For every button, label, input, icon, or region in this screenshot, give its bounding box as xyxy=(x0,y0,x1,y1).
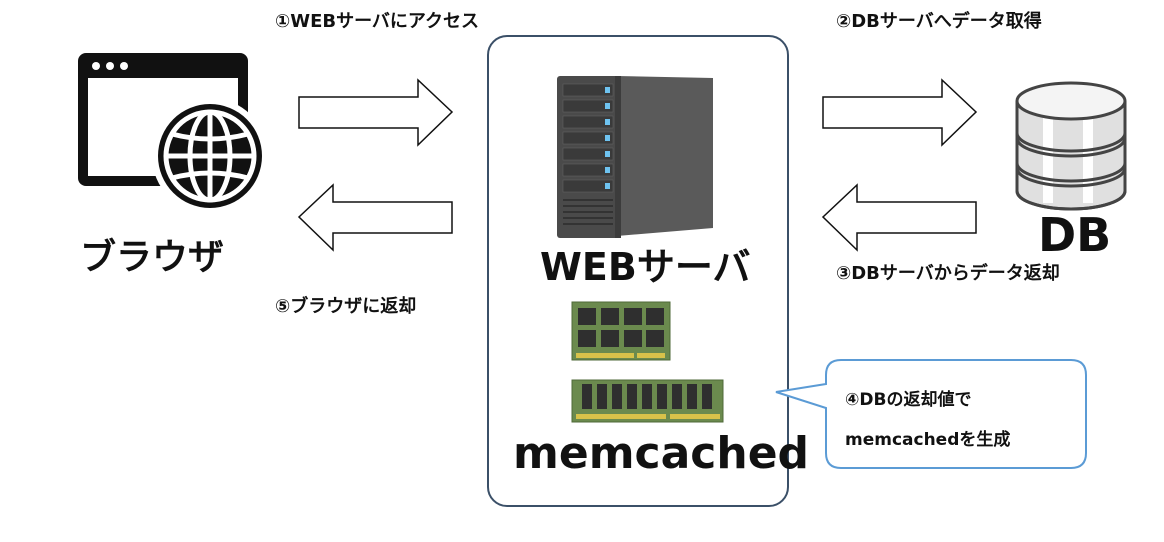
step-1-label: ①WEBサーバにアクセス xyxy=(275,11,480,32)
browser-label: ブラウザ xyxy=(80,237,225,278)
memory-module-icon xyxy=(571,379,724,423)
step-5-label: ⑤ブラウザに返却 xyxy=(275,296,417,317)
web-server-label: WEBサーバ xyxy=(540,245,751,289)
step-2-label: ②DBサーバへデータ取得 xyxy=(836,11,1042,32)
browser-globe-icon xyxy=(78,53,268,214)
step-4-line1: ④DBの返却値で xyxy=(845,390,972,410)
step-3-label: ③DBサーバからデータ返却 xyxy=(836,263,1060,284)
memory-module-icon xyxy=(571,301,671,361)
database-icon xyxy=(1015,81,1127,211)
memcached-label: memcached xyxy=(513,428,810,479)
arrow-web-to-db xyxy=(822,78,978,147)
arrow-db-to-web xyxy=(821,183,977,252)
web-server-container xyxy=(487,35,789,507)
step-4-line2: memcachedを生成 xyxy=(845,430,1011,450)
server-tower-icon xyxy=(557,76,713,238)
arrow-browser-to-web xyxy=(298,78,454,147)
db-label: DB xyxy=(1038,208,1112,262)
arrow-web-to-browser xyxy=(297,183,453,252)
